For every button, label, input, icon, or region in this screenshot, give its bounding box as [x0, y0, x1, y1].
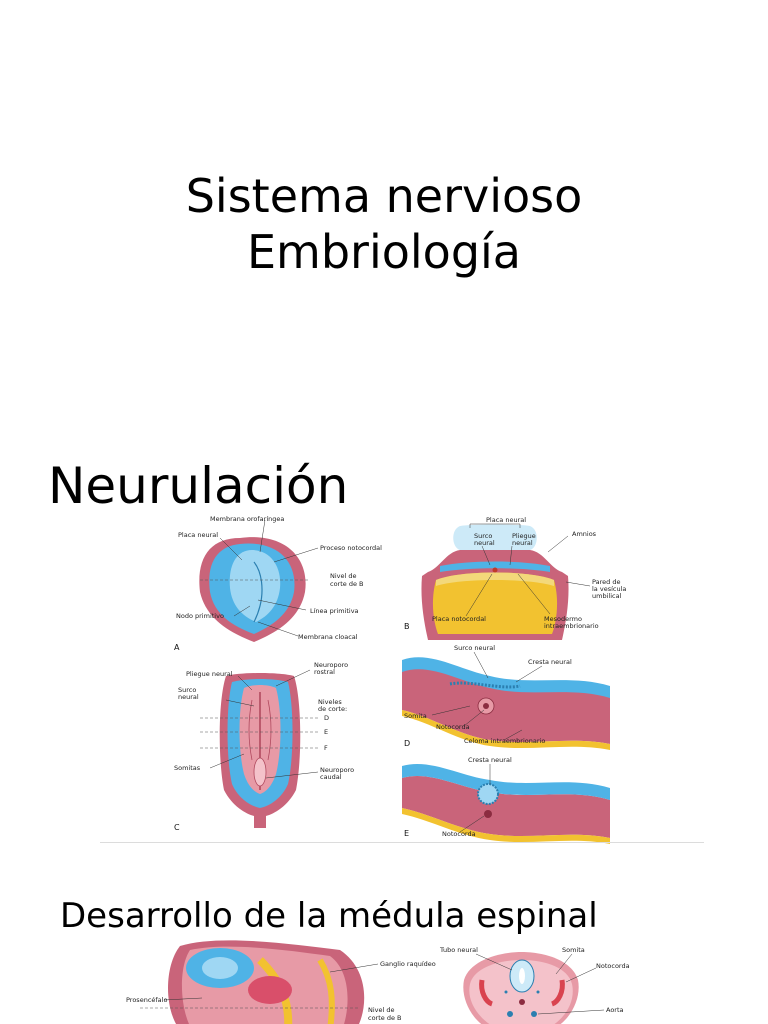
panel-letter-b: B: [404, 622, 410, 631]
title-line-2: Embriología: [246, 225, 521, 279]
label-aorta: Aorta: [606, 1006, 624, 1014]
panel-c: Pliegue neural Neuroporo rostral Surco n…: [174, 661, 354, 832]
label-neuroporo-caudal-line1: Neuroporo: [320, 766, 354, 774]
divider: [100, 842, 704, 843]
label-membrana-cloacal: Membrana cloacal: [298, 633, 358, 641]
label-surco-neural-c-line2: neural: [178, 693, 199, 701]
label-somita-medula: Somita: [562, 946, 585, 954]
label-cresta-neural-d: Cresta neural: [528, 658, 572, 666]
title-line-1: Sistema nervioso: [185, 169, 583, 223]
panel-letter-c: C: [174, 823, 180, 832]
section-heading-neurulacion: Neurulación: [48, 457, 349, 515]
embryo-left: Ganglio raquídeo Prosencéfalo Nivel de c…: [126, 940, 436, 1024]
label-placa-neural-a: Placa neural: [178, 531, 218, 539]
label-proceso-notocordal: Proceso notocordal: [320, 544, 382, 552]
label-nodo-primitivo: Nodo primitivo: [176, 612, 224, 620]
neurulation-illustration: Membrana orofaríngea Placa neural Proces…: [174, 515, 626, 844]
label-pared-line1: Pared de: [592, 578, 620, 586]
label-placa-neural-b: Placa neural: [486, 516, 526, 524]
label-pliegue-neural-b-line2: neural: [512, 539, 533, 547]
label-pared-line2: la vesícula: [592, 585, 626, 593]
label-nivel-corte-line1: Nivel de: [330, 572, 357, 580]
label-notocorda-medula: Notocorda: [596, 962, 630, 970]
label-prosencefalo: Prosencéfalo: [126, 996, 167, 1004]
neurulation-figure: Membrana orofaríngea Placa neural Proces…: [170, 510, 640, 850]
label-neuroporo-caudal-line2: caudal: [320, 773, 342, 781]
spinal-cord-illustration: Ganglio raquídeo Prosencéfalo Nivel de c…: [126, 940, 630, 1024]
label-somita: Somita: [404, 712, 427, 720]
label-celoma: Celoma intraembrionario: [464, 737, 545, 745]
label-surco-neural-b-line2: neural: [474, 539, 495, 547]
label-surco-neural-c-line1: Surco: [178, 686, 196, 694]
panel-letter-e: E: [404, 829, 409, 838]
label-niveles-line2: de corte:: [318, 705, 347, 713]
label-surco-neural-d: Surco neural: [454, 644, 495, 652]
label-nivel-e: E: [324, 728, 328, 736]
label-nivel-f: F: [324, 744, 328, 752]
label-mesodermo-line1: Mesodermo: [544, 615, 582, 623]
spinal-cord-figure: Ganglio raquídeo Prosencéfalo Nivel de c…: [120, 940, 640, 1024]
label-pared-line3: umbilical: [592, 592, 622, 600]
label-ganglio-raquideo: Ganglio raquídeo: [380, 960, 436, 968]
label-tubo-neural: Tubo neural: [439, 946, 478, 954]
label-pliegue-neural-b-line1: Pliegue: [512, 532, 536, 540]
label-placa-notocordal: Placa notocordal: [432, 615, 486, 623]
label-pliegue-neural-c: Pliegue neural: [186, 670, 233, 678]
label-notocorda-e: Notocorda: [442, 830, 476, 838]
label-linea-primitiva: Línea primitiva: [310, 607, 359, 615]
label-amnios: Amnios: [572, 530, 597, 538]
label-nivel-d: D: [324, 714, 329, 722]
panel-letter-d: D: [404, 739, 410, 748]
label-neuroporo-rostral-line1: Neuroporo: [314, 661, 348, 669]
label-membrana-orofaringea: Membrana orofaríngea: [210, 515, 284, 523]
panel-a: Membrana orofaríngea Placa neural Proces…: [174, 515, 382, 652]
panel-b: Placa neural Surco neural Pliegue neural…: [404, 516, 626, 640]
label-notocorda-d: Notocorda: [436, 723, 470, 731]
label-neuroporo-rostral-line2: rostral: [314, 668, 335, 676]
label-somitas: Somitas: [174, 764, 201, 772]
label-nivel-medula-line2: corte de B: [368, 1014, 402, 1022]
sub-heading-medula: Desarrollo de la médula espinal: [60, 896, 598, 936]
label-mesodermo-line2: intraembrionario: [544, 622, 599, 630]
panel-e: Cresta neural Notocorda E: [402, 756, 610, 844]
slide-title: Sistema nervioso Embriología: [0, 168, 768, 280]
label-surco-neural-b-line1: Surco: [474, 532, 492, 540]
panel-letter-a: A: [174, 643, 180, 652]
label-cresta-neural-e: Cresta neural: [468, 756, 512, 764]
label-nivel-corte-line2: corte de B: [330, 580, 364, 588]
label-niveles-line1: Niveles: [318, 698, 342, 706]
label-nivel-medula-line1: Nivel de: [368, 1006, 395, 1014]
cross-section-right: Tubo neural Somita Notocorda Aorta: [439, 946, 630, 1024]
panel-d: Surco neural Cresta neural Somita Notoco…: [402, 644, 610, 750]
